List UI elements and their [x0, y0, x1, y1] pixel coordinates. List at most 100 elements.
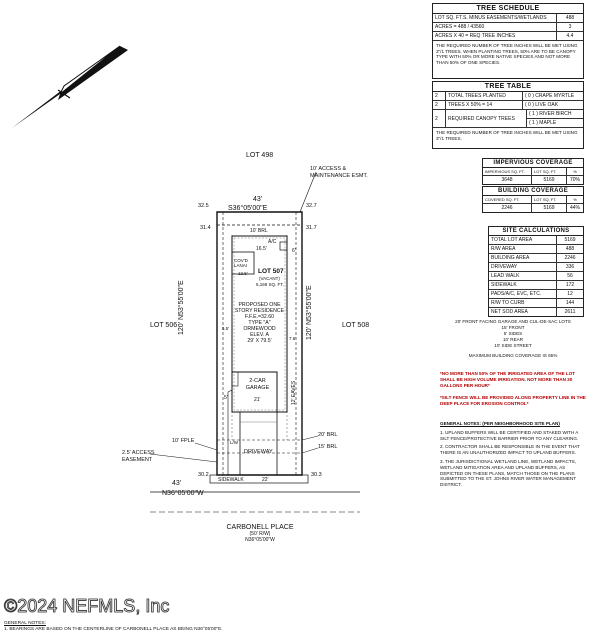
building-header: COVERED SQ. FT.	[483, 196, 532, 203]
lanai-label: COV'D LANAI	[234, 258, 248, 268]
street-name: CARBONELL PLACE	[226, 524, 294, 531]
right-bearing-label: 120' N53°55'00"E	[306, 285, 313, 340]
residence-line: TYPE "A"	[248, 320, 271, 326]
lot-number-label: LOT 507	[258, 268, 284, 275]
side-6-label: 6'	[292, 248, 296, 254]
tree-table-species: ( 0 ) LIVE OAK	[525, 102, 559, 108]
impervious-value: 3648	[483, 176, 532, 184]
tree-schedule-label: ACRES X 40 = REQ TREE INCHES	[433, 32, 557, 40]
garage-line: 2-CAR	[249, 378, 266, 384]
footer-notes: GENERAL NOTES: 1. BEARINGS ARE BASED ON …	[4, 621, 384, 633]
top-width-label: 43'	[253, 196, 263, 203]
silt-fence-note: *SILT FENCE WILL BE PROVIDED ALONG PROPE…	[440, 395, 586, 406]
building-header: %	[573, 197, 577, 202]
tree-table-species: ( 0 ) CRAPE MYRTLE	[525, 93, 575, 99]
impervious-value: 5169	[532, 176, 567, 184]
tree-schedule-note: THE REQUIRED NUMBER OF TREE INCHES WILL …	[436, 43, 578, 65]
street-label: CARBONELL PLACE (50' R/W) N36°05'00"W	[200, 524, 320, 543]
walk-22-label: 22'	[262, 477, 269, 483]
copyright-watermark: ©2024 NEFMLS, Inc	[4, 596, 170, 617]
dim-5-5-label: 5.5'	[222, 326, 230, 331]
lot-north-label: LOT 498	[246, 152, 274, 159]
tree-schedule-label: LOT SQ. FT.S. MINUS EASEMENTS/WETLANDS	[433, 14, 557, 22]
site-calc-label: NET SOD AREA	[489, 308, 557, 316]
residence-line: PROPOSED ONE	[238, 302, 281, 308]
impervious-header: LOT SQ. FT.	[532, 168, 567, 175]
dim-16-label: 16.5'	[256, 246, 267, 252]
elevation-label: 30.3	[311, 472, 322, 478]
street-rw: (50' R/W)	[249, 531, 271, 537]
site-calc-value: 488	[565, 246, 575, 252]
garage-line: GARAGE	[245, 384, 270, 391]
site-calc-label: PADS/A/C, EVC, ETC.	[489, 290, 557, 298]
site-calc-value: 56	[567, 273, 573, 279]
building-coverage-table: BUILDING COVERAGE COVERED SQ. FT.LOT SQ.…	[482, 186, 584, 213]
tree-schedule-label: ACRES = 488 / 43560	[433, 23, 557, 31]
site-calc-label: DRIVEWAY	[489, 263, 557, 271]
setback-line: 10' SIDE STREET	[494, 343, 532, 348]
setback-line: 5' SIDES	[503, 331, 523, 336]
site-calc-label: BUILDING AREA	[489, 254, 557, 262]
dim-7-6-label: 7.6'	[289, 336, 297, 341]
setback-line: 20' FRONT FACING GARAGE AND CUL-DE-SAC L…	[455, 319, 571, 324]
bottom-bearing-label: N36°05'00"W	[162, 490, 204, 497]
residence-line: STORY RESIDENCE	[234, 308, 285, 314]
building-value: 2246	[483, 204, 532, 212]
tree-schedule-value: 488	[565, 15, 575, 21]
garage-label: 2-CAR GARAGE	[238, 378, 277, 391]
north-arrow-icon	[12, 45, 128, 128]
general-note-item: 1. UPLAND BUFFERS WILL BE CERTIFIED AND …	[440, 429, 579, 441]
tree-table-species: ( 1 ) RIVER BIRCH	[527, 110, 583, 119]
setback-line: 15' FRONT	[501, 325, 525, 330]
lw-label: L/W	[230, 440, 239, 445]
site-calc-label: R/W AREA	[489, 245, 557, 253]
residence-line: 29' X 79.5'	[247, 338, 272, 344]
elevation-label: 32.7	[306, 203, 317, 209]
tree-schedule-value: 4.4	[566, 33, 574, 39]
sidewalk-label: SIDEWALK	[218, 477, 244, 483]
side-5-label: 5'	[224, 395, 228, 401]
tree-table-desc: TOTAL TREES PLANTED	[446, 92, 523, 100]
site-calc-label: SIDEWALK	[489, 281, 557, 289]
driveway-outline	[239, 411, 278, 476]
street-bearing: N36°05'00"W	[245, 537, 275, 543]
site-calc-value: 336	[565, 264, 575, 270]
tree-table-qty: 2	[433, 101, 446, 109]
irrigation-note: *NO MORE THAN 50% OF THE IRRIGATED AREA …	[440, 371, 576, 388]
residence-label: PROPOSED ONE STORY RESIDENCE F.F.E.=32.6…	[232, 302, 287, 344]
general-notes: GENERAL NOTES: (PER NEIGHBORHOOD SITE PL…	[440, 421, 586, 488]
building-header: LOT SQ. FT.	[532, 196, 567, 203]
garage-width-label: 21'	[254, 397, 261, 403]
bottom-width-label: 43'	[172, 480, 182, 487]
tree-schedule-value: 3	[568, 24, 572, 30]
footer-line: 1. BEARINGS ARE BASED ON THE CENTERLINE …	[4, 627, 223, 632]
ac-pad	[279, 241, 288, 251]
access-easement-label: 2.5' ACCESS EASEMENT	[122, 450, 155, 463]
impervious-value: 70%	[569, 177, 580, 183]
lot-east-label: LOT 508	[342, 322, 370, 329]
ac-label: A/C	[268, 239, 277, 245]
lot-sqft-label: 5,169 SQ. FT.	[256, 282, 284, 287]
residence-line: ELEV. A	[250, 332, 269, 338]
residence-line: F.F.E.=32.60	[245, 314, 274, 320]
tree-schedule-table: TREE SCHEDULE LOT SQ. FT.S. MINUS EASEME…	[432, 3, 584, 79]
site-calc-value: 5169	[564, 237, 576, 243]
site-calc-label: LEAD WALK	[489, 272, 557, 280]
general-notes-heading: GENERAL NOTES: (PER NEIGHBORHOOD SITE PL…	[440, 421, 560, 426]
impervious-header: IMPERVIOUS SQ. FT.	[483, 168, 532, 175]
building-value: 44%	[569, 205, 580, 211]
site-calc-label: R/W TO CURB	[489, 299, 557, 307]
lot-west-label: LOT 506	[150, 322, 178, 329]
tree-table-note: THE REQUIRED NUMBER OF TREE INCHES WILL …	[436, 130, 578, 141]
sidewalk-outline	[209, 474, 309, 484]
elevation-label: 31.4	[200, 225, 211, 231]
residence-line: ORMEWOOD	[243, 326, 276, 332]
easement-top-label: 10' ACCESS & MAINTENANCE ESMT.	[310, 166, 368, 179]
max-coverage-note: MAXIMUM BUILDING COVERAGE IS 65%	[468, 353, 558, 358]
site-calc-value: 12	[567, 291, 573, 297]
tree-table-species: ( 1 ) MAPLE	[529, 120, 557, 126]
building-value: 5169	[532, 204, 567, 212]
general-note-item: 2. CONTRACTOR SHALL BE RESPONSIBLE IN TH…	[440, 444, 580, 456]
